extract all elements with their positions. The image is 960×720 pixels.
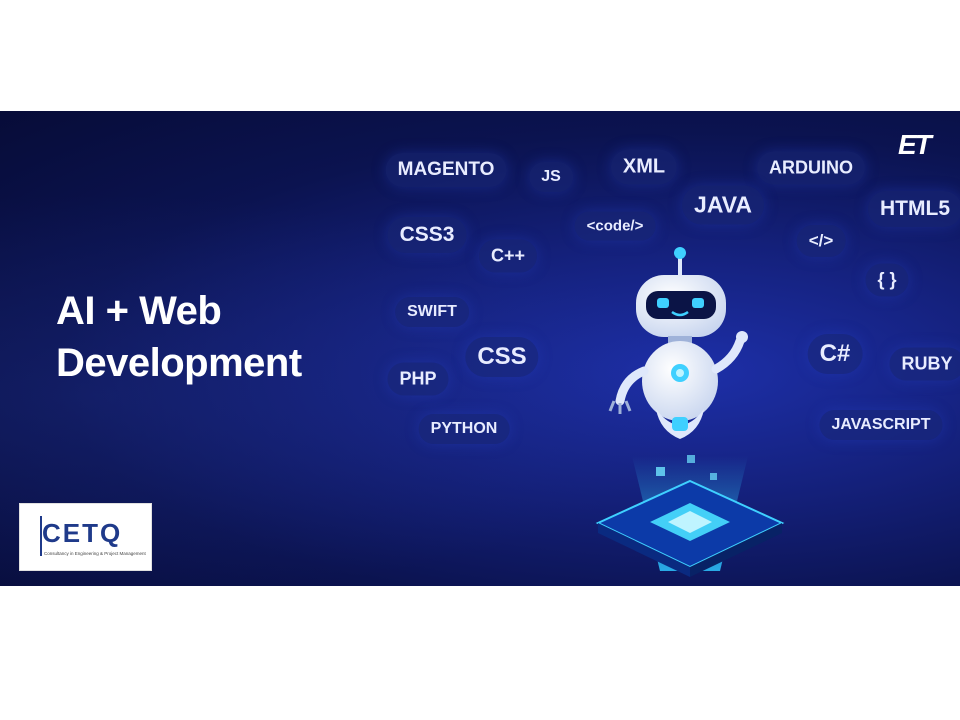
- tag-braces: { }: [865, 263, 909, 297]
- hero-banner: AI + Web Development ET MAGENTO JS XML A…: [0, 111, 960, 586]
- tag-swift: SWIFT: [395, 297, 469, 327]
- tag-php: PHP: [387, 362, 449, 396]
- cetq-logo-name: CETQ: [42, 518, 123, 548]
- cetq-logo-bar: [40, 516, 42, 556]
- tag-java: JAVA: [682, 185, 764, 225]
- tag-arduino: ARDUINO: [757, 151, 865, 185]
- tag-cpp: C++: [478, 239, 538, 273]
- tag-close-tag: </>: [796, 225, 846, 257]
- tag-html5: HTML5: [868, 191, 960, 227]
- et-logo: ET: [898, 129, 932, 160]
- tag-python: PYTHON: [418, 414, 510, 444]
- tag-css: CSS: [465, 337, 539, 377]
- cetq-logo: CETQ Consultancy in Engineering & Projec…: [19, 503, 152, 571]
- tag-xml: XML: [610, 149, 678, 185]
- tag-css3: CSS3: [387, 217, 467, 253]
- robot-illustration: [595, 247, 785, 577]
- cetq-logo-tagline: Consultancy in Engineering & Project Man…: [44, 551, 146, 556]
- platform: [595, 455, 785, 577]
- tag-csharp: C#: [807, 334, 863, 374]
- tag-magento: MAGENTO: [385, 153, 507, 187]
- headline-line-1: AI + Web: [56, 289, 222, 333]
- headline-line-2: Development: [56, 341, 302, 385]
- tag-ruby: RUBY: [889, 347, 960, 381]
- headline: AI + Web Development: [56, 285, 302, 389]
- tag-js: JS: [529, 162, 573, 192]
- tag-javascript: JAVASCRIPT: [819, 410, 943, 440]
- tag-code: <code/>: [574, 211, 656, 241]
